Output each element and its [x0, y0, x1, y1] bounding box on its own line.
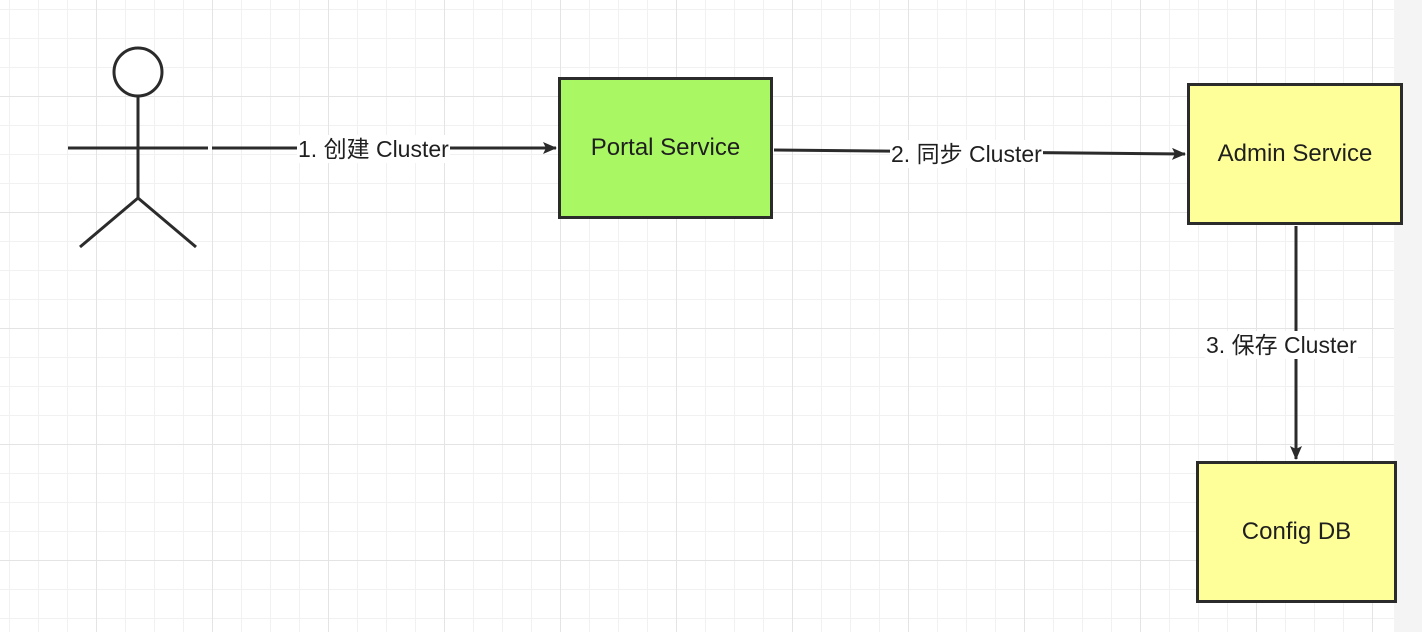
- node-portal-service[interactable]: Portal Service: [558, 77, 773, 219]
- node-config-db[interactable]: Config DB: [1196, 461, 1397, 603]
- actor-icon[interactable]: [68, 46, 208, 249]
- actor-left-leg: [79, 196, 139, 249]
- edge-label-create: 1. 创建 Cluster: [297, 135, 450, 163]
- actor-head: [112, 46, 164, 98]
- edge-label-save: 3. 保存 Cluster: [1205, 331, 1358, 359]
- node-db-label: Config DB: [1241, 518, 1352, 545]
- node-portal-label: Portal Service: [590, 134, 741, 161]
- actor-right-leg: [137, 196, 197, 249]
- edge-label-sync: 2. 同步 Cluster: [890, 140, 1043, 168]
- node-admin-service[interactable]: Admin Service: [1187, 83, 1403, 225]
- node-admin-label: Admin Service: [1217, 140, 1373, 167]
